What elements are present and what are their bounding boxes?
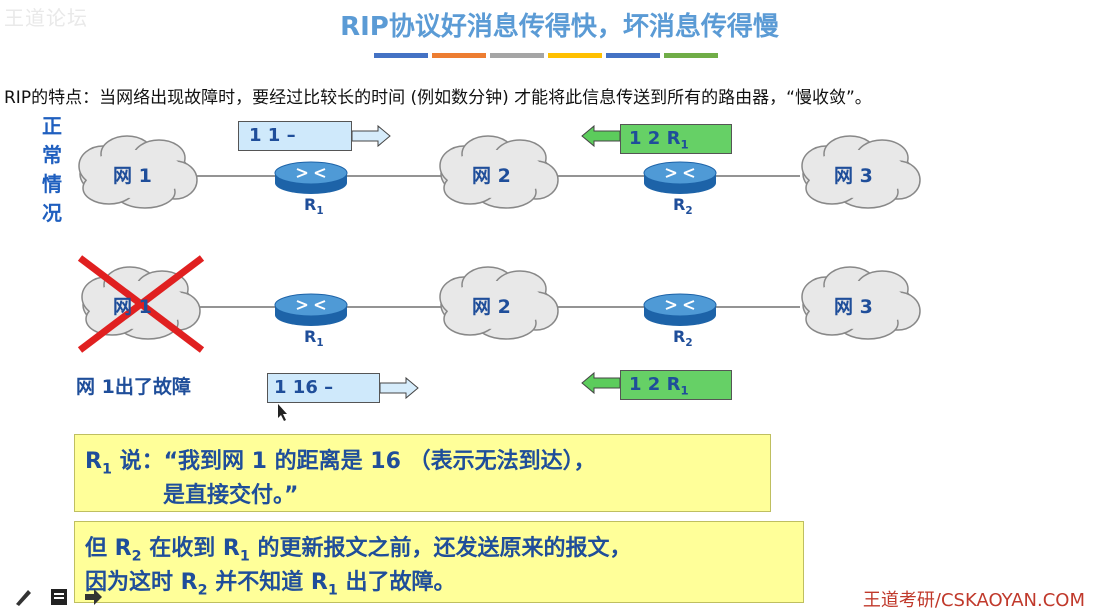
slide-title: RIP协议好消息传得快，坏消息传得慢: [340, 12, 779, 42]
title-bar-3: [490, 53, 544, 58]
top-right-arrow-icon: [351, 124, 391, 148]
bottom-packet-r2: 1 2 R1: [620, 370, 732, 400]
title-bar-2: [432, 53, 486, 58]
top-router1-icon: [274, 161, 348, 195]
next-slide-icon[interactable]: [82, 586, 104, 608]
top-router2-label: R2: [673, 195, 693, 218]
bottom-router2-icon: [643, 293, 717, 327]
title-bar-6: [664, 53, 718, 58]
fault-label: 网 1出了故障: [76, 376, 191, 398]
top-packet-r1-text: 1 1 –: [249, 125, 296, 146]
bottom-packet-r1-text: 1 16 –: [274, 377, 334, 398]
top-packet-r1: 1 1 –: [238, 121, 352, 151]
bottom-right-arrow-icon: [379, 376, 419, 400]
note-box-r2: 但 R2 在收到 R1 的更新报文之前，还发送原来的报文， 因为这时 R2 并不…: [74, 521, 804, 603]
bottom-net2-label: 网 2: [472, 296, 511, 318]
title-bar-1: [374, 53, 428, 58]
note-box-r2-line1: 但 R2 在收到 R1 的更新报文之前，还发送原来的报文，: [85, 536, 632, 565]
bottom-router2-label: R2: [673, 327, 693, 350]
bottom-net3-label: 网 3: [834, 296, 873, 318]
bottom-left-arrow-icon: [581, 371, 621, 395]
note-box-r1-line2: 是直接交付。”: [163, 483, 299, 508]
normal-case-label: 正常情况: [42, 114, 62, 225]
note-box-r2-line2: 因为这时 R2 并不知道 R1 出了故障。: [85, 570, 456, 599]
watermark-top: 王道论坛: [4, 6, 88, 30]
top-left-arrow-icon: [581, 124, 621, 148]
top-net2-label: 网 2: [472, 165, 511, 187]
title-bar-5: [606, 53, 660, 58]
pen-icon[interactable]: [12, 586, 34, 608]
note-box-r1: R1 说：“我到网 1 的距离是 16 （表示无法到达）， 是直接交付。”: [74, 434, 771, 512]
bottom-router1-label: R1: [304, 327, 324, 350]
bottom-net1-label: 网 1: [113, 296, 152, 318]
top-router1-label: R1: [304, 195, 324, 218]
notes-icon[interactable]: [48, 586, 70, 608]
failure-cross-icon: [77, 255, 205, 353]
bottom-packet-r2-text: 1 2 R1: [629, 374, 689, 398]
intro-text: RIP的特点：当网络出现故障时，要经过比较长的时间 (例如数分钟) 才能将此信息…: [4, 88, 872, 108]
mouse-cursor-icon: [278, 404, 287, 421]
title-bar-4: [548, 53, 602, 58]
note-box-r1-line1: R1 说：“我到网 1 的距离是 16 （表示无法到达），: [85, 449, 596, 478]
watermark-bottom: 王道考研/CSKAOYAN.COM: [862, 590, 1085, 611]
bottom-packet-r1: 1 16 –: [267, 373, 380, 403]
top-net3-label: 网 3: [834, 165, 873, 187]
top-net1-label: 网 1: [113, 165, 152, 187]
top-packet-r2: 1 2 R1: [620, 124, 732, 154]
top-packet-r2-text: 1 2 R1: [629, 128, 689, 152]
bottom-router1-icon: [274, 293, 348, 327]
top-router2-icon: [643, 161, 717, 195]
